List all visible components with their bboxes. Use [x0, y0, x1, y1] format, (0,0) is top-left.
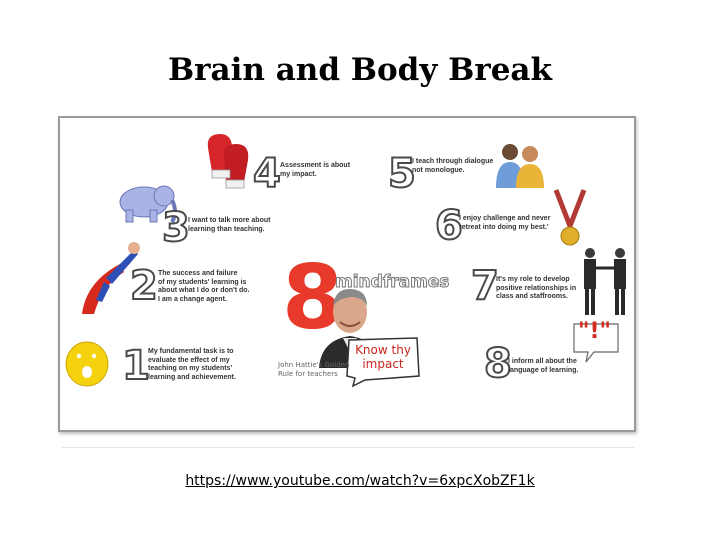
handshake-icon [584, 248, 626, 315]
slide-title: Brain and Body Break [167, 52, 552, 88]
item-5-line-2: not monologue. [412, 166, 465, 174]
item-2-line-4: I am a change agent. [158, 295, 227, 303]
bubble-line-1: Know thy [355, 343, 411, 357]
item-5-number: 5 [387, 151, 417, 197]
book-caption: John Hattie's Golden Rule for teachers [278, 361, 358, 379]
item-1-line-3: teaching on my students' [148, 365, 233, 373]
elephant-icon [119, 185, 177, 224]
superhero-icon [82, 242, 140, 314]
item-5-line-1: I teach through dialogue [412, 158, 494, 165]
know-thy-impact-text: Know thy impact [350, 343, 416, 371]
item-4-line-1: Assessment is about [280, 162, 351, 169]
item-6-number: 6 [434, 203, 464, 249]
item-2-line-3: about what I do or don't do. [158, 287, 250, 295]
speech-bubble-icon [573, 323, 619, 363]
item-2-number: 2 [129, 263, 159, 309]
item-3-line-1: I want to talk more about [188, 217, 271, 224]
item-3-caption: I want to talk more about learning than … [188, 217, 270, 234]
center-word: mindframes [334, 272, 450, 293]
center-number: 8 [282, 246, 344, 349]
item-5-caption: I teach through dialogue not monologue. [412, 158, 493, 175]
item-7-line-2: positive relationships in [496, 284, 577, 292]
item-7-line-3: class and staffrooms. [496, 293, 568, 301]
item-2-line-1: The success and failure [158, 270, 238, 277]
item-8-line-1: I inform all about the [508, 358, 577, 365]
item-8-number: 8 [483, 341, 513, 387]
item-6-line-2: retreat into doing my best.' [459, 223, 549, 231]
item-7-caption: It's my role to develop positive relatio… [496, 276, 576, 302]
item-2-caption: The success and failure of my students' … [158, 270, 249, 304]
item-1-line-2: evaluate the effect of my [148, 356, 230, 364]
mindframes-infographic: 8 mindframes Know thy impact John Hattie… [58, 116, 636, 432]
bubble-line-2: impact [362, 357, 404, 371]
emoji-face-icon [65, 341, 109, 387]
item-3-number: 3 [161, 205, 191, 251]
item-1-caption: My fundamental task is to evaluate the e… [148, 348, 236, 382]
medal-icon [553, 189, 587, 246]
boxing-gloves-icon [207, 134, 249, 189]
youtube-link[interactable]: https://www.youtube.com/watch?v=6xpcXobZ… [185, 473, 535, 489]
item-7-number: 7 [470, 263, 500, 309]
item-4-caption: Assessment is about my impact. [280, 162, 350, 179]
item-3-line-2: learning than teaching. [188, 225, 265, 233]
quote-mark: "!" [578, 319, 611, 344]
book-caption-line-1: John Hattie's Golden [278, 361, 350, 369]
item-1-line-1: My fundamental task is to [148, 348, 234, 355]
item-8-line-2: language of learning. [508, 366, 579, 374]
item-6-caption: I enjoy challenge and never retreat into… [459, 215, 550, 232]
know-thy-impact-bubble [346, 337, 420, 388]
item-6-line-1: I enjoy challenge and never [459, 215, 551, 222]
divider [62, 447, 634, 448]
item-7-line-1: It's my role to develop [496, 276, 570, 283]
book-caption-line-2: Rule for teachers [278, 370, 338, 378]
two-people-icon [496, 144, 544, 188]
item-1-line-4: learning and achievement. [148, 373, 236, 381]
item-1-number: 1 [121, 343, 151, 389]
item-8-caption: I inform all about the language of learn… [508, 358, 578, 375]
item-4-line-2: my impact. [280, 170, 317, 178]
item-2-line-2: of my students' learning is [158, 278, 247, 286]
item-4-number: 4 [252, 151, 282, 197]
